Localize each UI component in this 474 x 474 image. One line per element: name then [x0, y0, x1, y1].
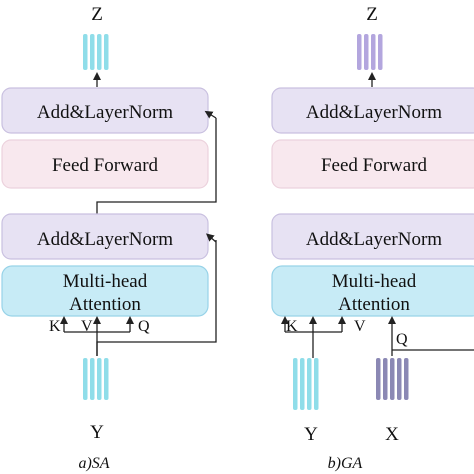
ga-output-tokens: [357, 34, 383, 70]
ga-input-x-token: [397, 358, 402, 400]
sa-ff-residual: [96, 118, 217, 214]
ga-attention-label-line1: Multi-head: [332, 271, 417, 292]
ga-output-label: Z: [366, 4, 378, 25]
ga-attention-box: [271, 265, 474, 317]
ga-input-y-token: [307, 358, 312, 410]
ga-attention-label-line2: Attention: [338, 294, 410, 315]
sa-attention-box: [1, 265, 209, 317]
sa-kvq-branch: [64, 331, 98, 356]
ga-output-token: [357, 34, 362, 70]
ga-input-x-token: [404, 358, 409, 400]
ga-input-y-label: Y: [304, 424, 318, 445]
ga-input-y-token: [314, 358, 319, 410]
sa-feed-forward-label: Feed Forward: [52, 155, 159, 176]
sa-k-label: K: [49, 318, 61, 335]
ga-caption-prefix: b): [328, 455, 341, 472]
ga-input-y-token: [300, 358, 305, 410]
sa-input-token: [90, 358, 95, 400]
sa-caption: a)SA: [78, 455, 109, 472]
sa-feed-forward-box: [1, 139, 209, 189]
ga-input-x-tokens: [376, 358, 409, 400]
ga-k-label: K: [286, 318, 298, 335]
ga-top-addnorm-label: Add&LayerNorm: [306, 102, 442, 123]
sa-caption-name: SA: [92, 455, 110, 472]
sa-input-token: [104, 358, 109, 400]
sa-panel: Z Add&LayerNorm Feed Forward Add&LayerNo…: [1, 4, 217, 472]
ga-caption-name: GA: [341, 455, 363, 472]
sa-output-tokens: [83, 34, 109, 70]
sa-bottom-addnorm-label: Add&LayerNorm: [37, 229, 173, 250]
sa-attention-label-line2: Attention: [69, 294, 141, 315]
ga-input-y-token: [293, 358, 298, 410]
sa-v-label: V: [81, 318, 93, 335]
ga-input-x-label: X: [385, 424, 399, 445]
sa-caption-prefix: a): [78, 455, 91, 472]
ga-feed-forward-label: Feed Forward: [321, 155, 428, 176]
ga-q-label: Q: [396, 331, 408, 348]
ga-panel: Z Add&LayerNorm Feed Forward Add&LayerNo…: [271, 4, 474, 472]
sa-output-token: [83, 34, 88, 70]
sa-top-addnorm-box: [1, 87, 209, 134]
ga-input-x-token: [390, 358, 395, 400]
ga-caption: b)GA: [328, 455, 363, 472]
sa-input-label: Y: [90, 422, 104, 443]
ga-input-x-token: [376, 358, 381, 400]
ga-feed-forward-box: [271, 139, 474, 189]
sa-top-addnorm-label: Add&LayerNorm: [37, 102, 173, 123]
sa-output-token: [104, 34, 109, 70]
sa-input-tokens: [83, 358, 109, 400]
ga-bottom-addnorm-label: Add&LayerNorm: [306, 229, 442, 250]
ga-bottom-addnorm-box: [271, 213, 474, 260]
sa-input-token: [97, 358, 102, 400]
sa-attention-label-line1: Multi-head: [63, 271, 148, 292]
sa-output-token: [90, 34, 95, 70]
ga-output-token: [364, 34, 369, 70]
sa-q-label: Q: [138, 318, 150, 335]
ga-output-token: [378, 34, 383, 70]
ga-output-token: [371, 34, 376, 70]
ga-input-y-tokens: [293, 358, 319, 410]
ga-kv-branch: [285, 331, 314, 358]
sa-output-token: [97, 34, 102, 70]
sa-ff-residual-head: [204, 110, 217, 119]
sa-output-label: Z: [91, 4, 103, 25]
ga-v-label: V: [354, 318, 366, 335]
sa-attn-residual-head: [205, 233, 217, 243]
sa-input-token: [83, 358, 88, 400]
ga-input-x-token: [383, 358, 388, 400]
ga-top-addnorm-box: [271, 87, 474, 134]
